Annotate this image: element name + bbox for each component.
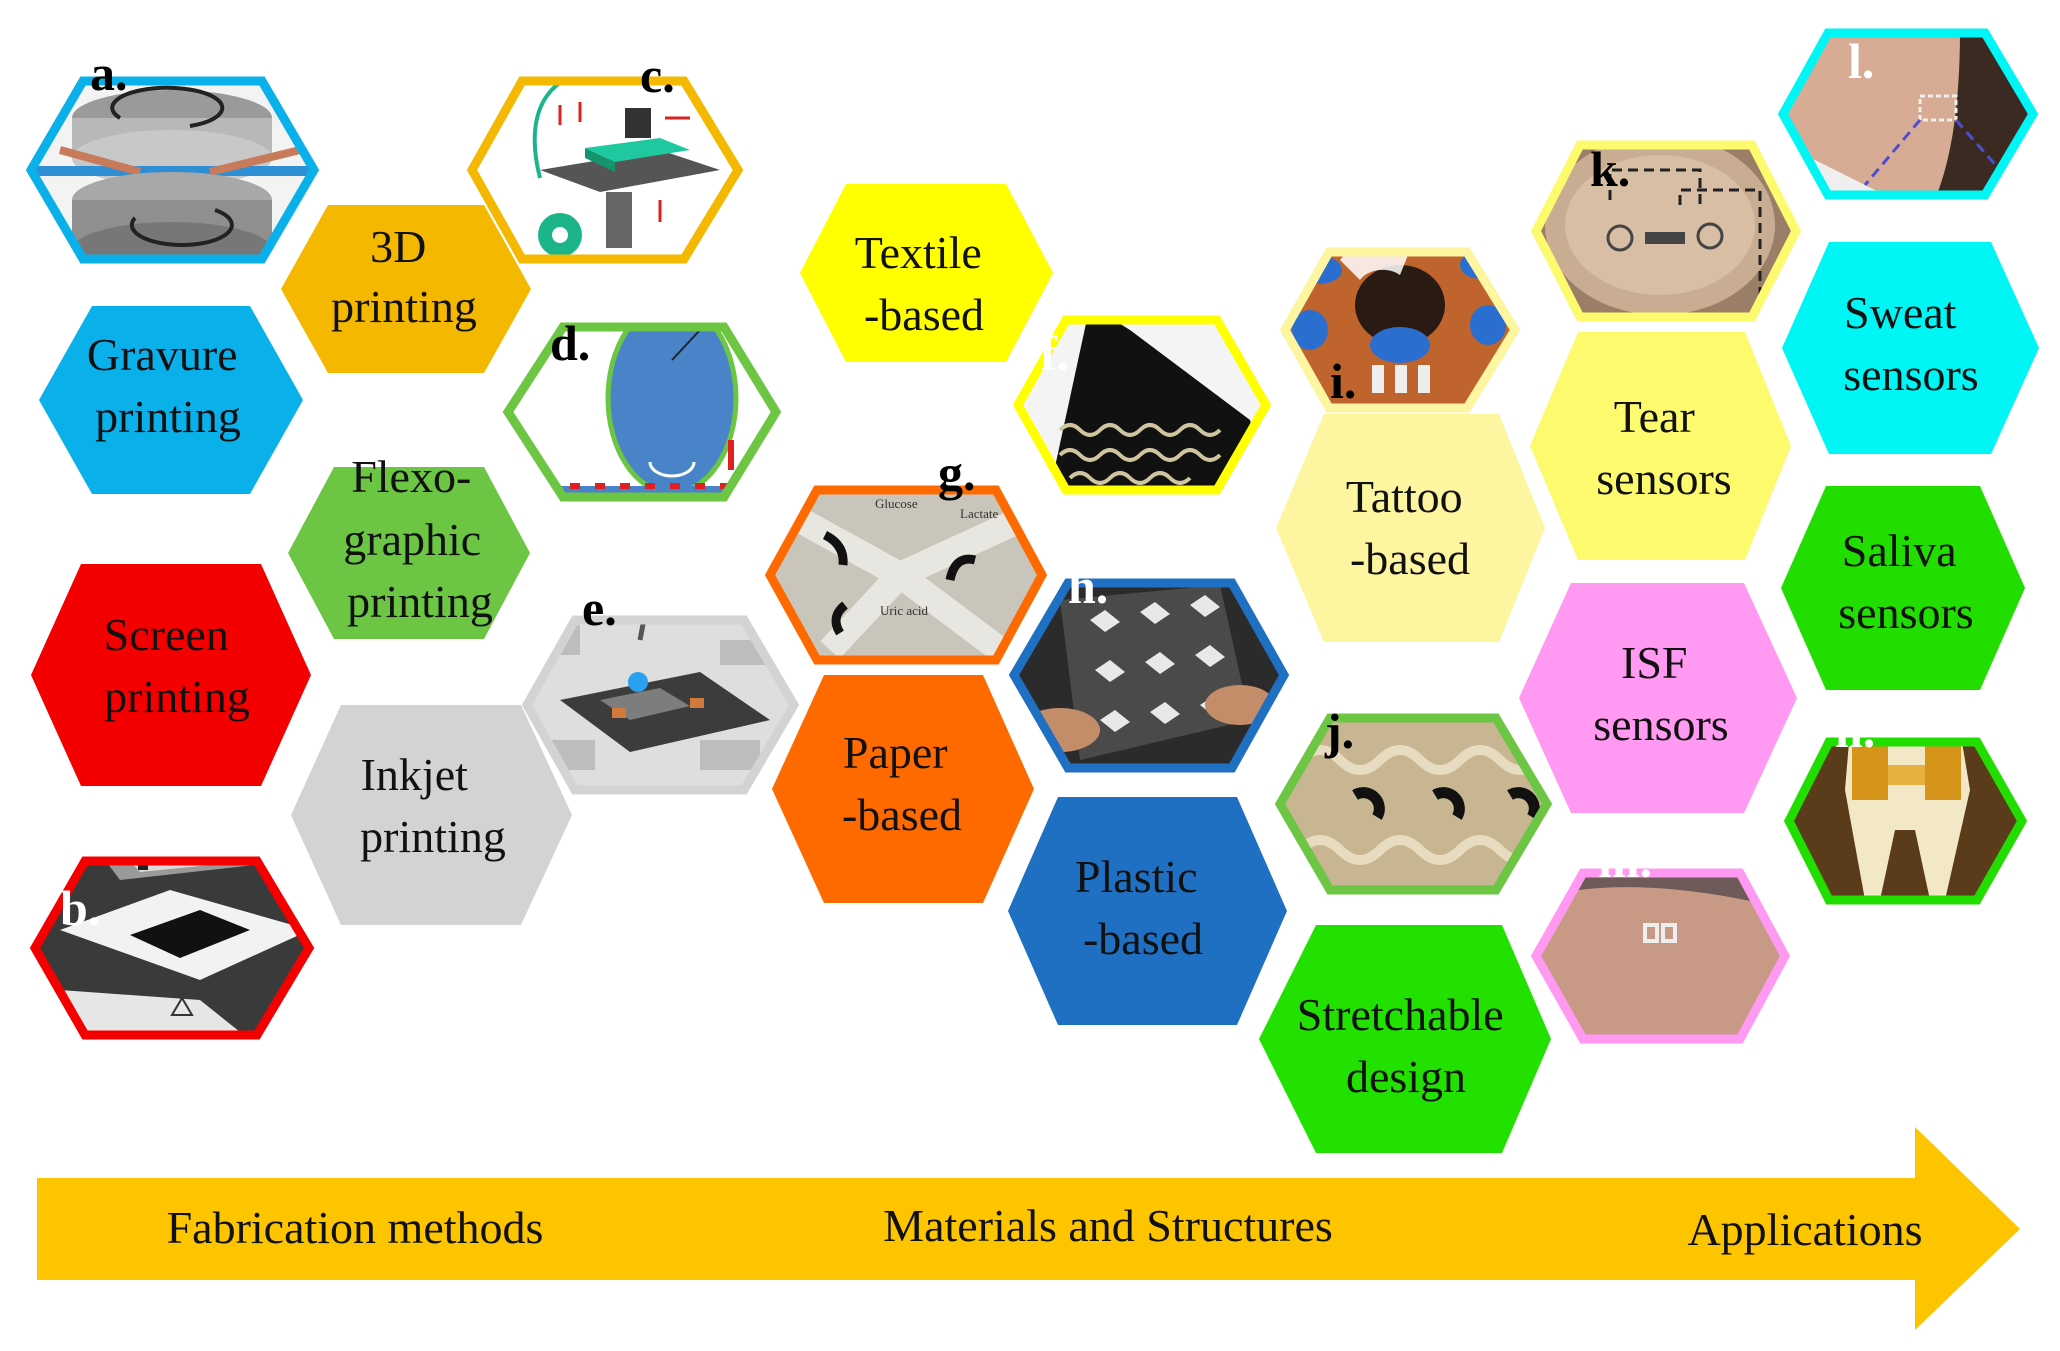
label-isf-sensors: ISF sensors <box>1593 637 1728 750</box>
label-tear-line2: sensors <box>1596 453 1731 504</box>
label-gravure-printing: Gravure printing <box>87 329 249 442</box>
hex-tattoo-based <box>1276 414 1545 642</box>
label-sweat-line2: sensors <box>1843 349 1978 400</box>
label-3d-line1: 3D <box>370 221 426 272</box>
label-tear-line1: Tear <box>1614 391 1695 442</box>
arrow-label-fabrication-methods: Fabrication methods <box>167 1202 544 1253</box>
label-inkjet-printing: Inkjet printing <box>360 749 506 862</box>
hex-paper-based <box>772 675 1034 903</box>
label-isf-line2: sensors <box>1593 699 1728 750</box>
label-inkjet-line2: printing <box>360 811 506 862</box>
panel-letter-k: k. <box>1590 141 1630 197</box>
panel-letter-l: l. <box>1848 33 1874 89</box>
label-stretchable-line1: Stretchable <box>1297 989 1504 1040</box>
panel-e-image <box>521 615 800 795</box>
hex-flexographic-printing <box>288 467 530 639</box>
panel-h-image <box>1008 578 1290 773</box>
label-saliva-line1: Saliva <box>1842 525 1957 576</box>
panel-f-image <box>1012 315 1272 495</box>
hex-3d-printing <box>281 205 531 373</box>
panel-letter-c: c. <box>640 47 675 103</box>
label-flexo-line2: graphic <box>343 514 481 565</box>
label-sweat-sensors: Sweat sensors <box>1843 287 1978 400</box>
label-tear-sensors: Tear sensors <box>1596 391 1731 504</box>
label-plastic-based: Plastic -based <box>1075 851 1209 964</box>
label-stretchable-design: Stretchable design <box>1297 989 1515 1102</box>
panel-letter-g: g. <box>938 445 976 501</box>
panel-letter-a: a. <box>90 45 128 101</box>
hex-stretchable-design <box>1259 925 1551 1153</box>
label-flexographic-printing: Flexo- graphic printing <box>343 451 493 627</box>
label-3d-line2: printing <box>331 281 477 332</box>
panel-letter-i: i. <box>1330 353 1356 409</box>
label-plastic-line2: -based <box>1083 913 1203 964</box>
panel-c-image <box>466 76 744 264</box>
panel-letter-d: d. <box>550 315 590 371</box>
panel-letter-n: n. <box>1835 702 1875 758</box>
label-inkjet-line1: Inkjet <box>361 749 469 800</box>
label-paper-line1: Paper <box>843 727 948 778</box>
label-stretchable-line2: design <box>1346 1051 1466 1102</box>
arrow-label-applications: Applications <box>1687 1204 1922 1255</box>
label-screen-printing: Screen printing <box>104 609 250 722</box>
panel-m-image <box>1530 868 1791 1044</box>
arrow-label-materials-and-structures: Materials and Structures <box>883 1200 1333 1251</box>
label-tattoo-line1: Tattoo <box>1346 471 1463 522</box>
panel-b-image <box>29 856 315 1040</box>
hex-inkjet-printing <box>291 705 572 925</box>
panel-j-image <box>1274 713 1553 895</box>
label-textile-line1: Textile <box>855 227 982 278</box>
panel-letter-m: m. <box>1598 832 1652 888</box>
panel-k-image <box>1530 140 1802 322</box>
panel-a-image <box>25 76 320 264</box>
label-plastic-line1: Plastic <box>1075 851 1198 902</box>
label-gravure-line1: Gravure <box>87 329 238 380</box>
panel-letter-h: h. <box>1068 558 1108 614</box>
label-saliva-line2: sensors <box>1838 587 1973 638</box>
hex-textile-based <box>800 184 1053 362</box>
hex-saliva-sensors <box>1781 486 2025 690</box>
panel-g-image: Glucose Lactate Uric acid <box>764 485 1048 665</box>
panel-g-glucose-label: Glucose <box>875 496 918 511</box>
label-sweat-line1: Sweat <box>1844 287 1957 338</box>
label-screen-line2: printing <box>104 671 250 722</box>
label-3d-printing: 3D printing <box>331 221 477 332</box>
label-flexo-line3: printing <box>347 576 493 627</box>
panel-i-image <box>1279 247 1521 413</box>
hex-screen-printing <box>31 564 311 786</box>
hex-tear-sensors <box>1530 332 1791 560</box>
label-gravure-line2: printing <box>95 391 241 442</box>
label-tattoo-based: Tattoo -based <box>1346 471 1474 584</box>
panel-n-image <box>1783 737 2028 905</box>
label-textile-line2: -based <box>864 289 984 340</box>
hex-sweat-sensors <box>1782 242 2039 454</box>
label-saliva-sensors: Saliva sensors <box>1838 525 1973 638</box>
panel-g-lactate-label: Lactate <box>960 506 998 521</box>
panel-d-image <box>502 322 782 502</box>
hex-gravure-printing <box>39 306 303 494</box>
panel-letter-b: b. <box>60 880 100 936</box>
progression-arrow <box>37 1127 2020 1330</box>
panel-g-uric-acid-label: Uric acid <box>880 603 929 618</box>
label-tattoo-line2: -based <box>1350 533 1470 584</box>
hex-isf-sensors <box>1519 583 1797 813</box>
panel-letter-f: f. <box>1040 325 1069 381</box>
label-screen-line1: Screen <box>104 609 229 660</box>
label-isf-line1: ISF <box>1621 637 1687 688</box>
panel-letter-j: j. <box>1324 703 1354 759</box>
label-paper-based: Paper -based <box>842 727 962 840</box>
label-textile-based: Textile -based <box>855 227 994 340</box>
hex-plastic-based <box>1008 797 1287 1025</box>
panel-l-image <box>1777 28 2039 200</box>
label-flexo-line1: Flexo- <box>351 451 471 502</box>
panel-letter-e: e. <box>582 580 617 636</box>
label-paper-line2: -based <box>842 789 962 840</box>
